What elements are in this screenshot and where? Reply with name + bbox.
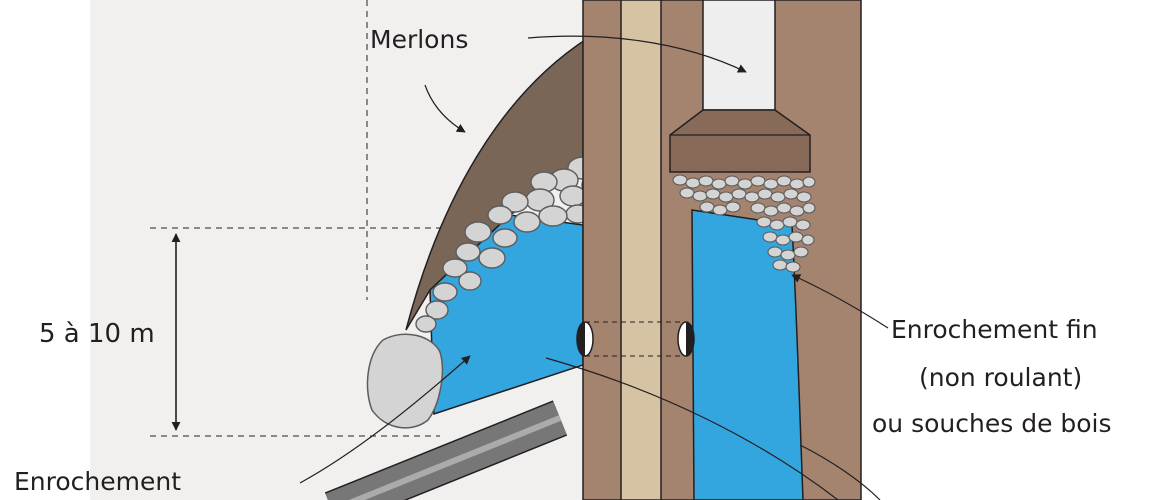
merlons-label: Merlons — [370, 25, 468, 54]
dimension-label: 5 à 10 m — [39, 319, 155, 349]
annotation-arrows — [299, 35, 889, 500]
arrow-icon — [791, 274, 889, 329]
fine-rockfill-label-line2: (non roulant) — [919, 363, 1082, 392]
hopper-cap — [669, 109, 811, 173]
dimension-guides — [150, 0, 580, 437]
arrow-icon — [424, 84, 466, 133]
center-strip — [620, 0, 662, 500]
outlet-pipe-icon — [576, 321, 695, 357]
arrow-icon — [545, 357, 839, 500]
pipe — [324, 400, 568, 500]
arrow-icon — [299, 355, 471, 484]
fine-rockfill — [672, 174, 816, 273]
arrow-icon — [527, 35, 747, 73]
fine-rockfill-label-line3: ou souches de bois — [872, 409, 1112, 438]
arrow-icon — [799, 444, 881, 500]
rockfill-label: Enrochement — [14, 467, 181, 496]
inner-column — [702, 0, 776, 111]
fine-rockfill-label-line1: Enrochement fin — [891, 315, 1098, 344]
large-boulder — [366, 333, 444, 429]
